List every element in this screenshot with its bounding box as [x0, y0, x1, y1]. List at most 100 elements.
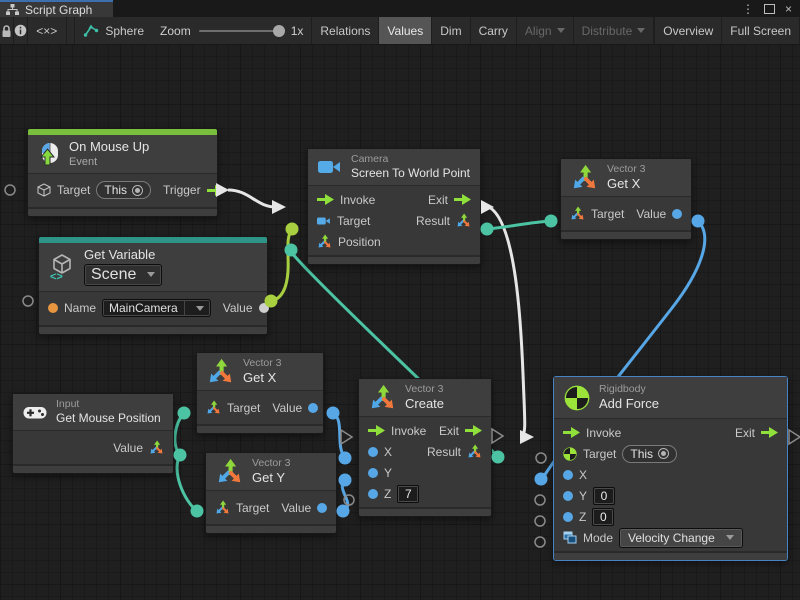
- port-camera-exit[interactable]: [481, 200, 494, 214]
- force-mode-icon: [563, 531, 577, 544]
- variable-name-value: MainCamera: [109, 301, 178, 316]
- tab-title: Script Graph: [25, 2, 93, 17]
- port-addforce-exit[interactable]: [788, 428, 800, 446]
- variable-scope-dropdown[interactable]: Scene: [84, 263, 163, 286]
- maximize-icon[interactable]: [763, 3, 775, 14]
- vector3-icon: [369, 384, 396, 411]
- port-addforce-mode[interactable]: [534, 536, 546, 548]
- port-addforce-target[interactable]: [535, 452, 547, 464]
- camera-icon: [317, 216, 331, 226]
- vector3-icon: [216, 458, 243, 485]
- port-label-x: X: [579, 467, 588, 482]
- port-label-result: Result: [426, 444, 461, 459]
- port-label-z: Z: [579, 509, 587, 524]
- port-label-target: Target: [337, 213, 371, 228]
- node-vector3-get-y[interactable]: Vector 3 Get Y Target Value: [205, 452, 337, 535]
- port-gety-target[interactable]: [190, 504, 204, 518]
- port-create-z[interactable]: [343, 494, 355, 506]
- dim-button[interactable]: Dim: [432, 17, 471, 44]
- port-create-result[interactable]: [491, 450, 505, 464]
- full-screen-button[interactable]: Full Screen: [722, 17, 800, 44]
- node-title: Screen To World Point: [351, 165, 470, 180]
- port-camera-position[interactable]: [284, 243, 298, 257]
- z-value-input[interactable]: 0: [592, 507, 615, 526]
- align-label: Align: [524, 23, 552, 38]
- variable-name-dropdown[interactable]: MainCamera: [102, 299, 211, 318]
- zoom-label: Zoom: [160, 23, 191, 38]
- float-port-dot: [563, 511, 573, 522]
- port-label-mode: Mode: [583, 530, 614, 545]
- y-value-input[interactable]: 0: [593, 486, 616, 505]
- port-camera-target[interactable]: [285, 222, 299, 236]
- machine-breadcrumb[interactable]: Sphere: [75, 17, 152, 44]
- flow-arrow-icon: [563, 427, 580, 439]
- port-addforce-z[interactable]: [534, 515, 546, 527]
- node-vector3-get-x-right[interactable]: Vector 3 Get X Target Value: [560, 158, 692, 241]
- svg-text:<>: <>: [50, 271, 63, 281]
- node-on-mouse-up[interactable]: On Mouse Up Event Target This Trigger: [27, 128, 224, 217]
- carry-button[interactable]: Carry: [471, 17, 517, 44]
- info-icon: [14, 24, 27, 37]
- flow-arrow-icon: [465, 425, 482, 437]
- port-onmouseup-target[interactable]: [4, 184, 16, 196]
- values-label: Values: [387, 23, 424, 38]
- port-getx-right-target[interactable]: [544, 214, 558, 228]
- z-value-input[interactable]: 7: [397, 484, 420, 503]
- full-screen-label: Full Screen: [730, 23, 791, 38]
- lock-button[interactable]: [0, 17, 14, 44]
- vector3-icon: [317, 234, 332, 249]
- object-port-dot: [258, 303, 269, 314]
- port-create-exit[interactable]: [491, 427, 505, 445]
- node-category: Input: [56, 398, 80, 410]
- port-gety-value[interactable]: [336, 504, 350, 518]
- port-create-x[interactable]: [338, 451, 352, 465]
- node-add-force[interactable]: Rigidbody Add Force Invoke Exit Target T…: [553, 376, 788, 562]
- port-getx-mid-value[interactable]: [326, 406, 340, 420]
- menu-icon[interactable]: ⋮: [741, 1, 754, 16]
- this-target-pill[interactable]: This: [96, 181, 152, 200]
- rigidbody-icon: [564, 385, 590, 411]
- port-label-value: Value: [113, 440, 143, 455]
- align-button[interactable]: Align: [517, 17, 574, 44]
- this-target-pill[interactable]: This: [622, 444, 678, 463]
- overview-button[interactable]: Overview: [654, 17, 723, 44]
- port-getx-right-value[interactable]: [691, 214, 705, 228]
- port-getx-mid-target[interactable]: [177, 406, 191, 420]
- port-label-position: Position: [338, 234, 381, 249]
- port-create-invoke[interactable]: [340, 428, 354, 446]
- node-get-mouse-position[interactable]: Input Get Mouse Position Value: [12, 393, 174, 475]
- dim-label: Dim: [440, 23, 462, 38]
- port-create-y[interactable]: [338, 473, 352, 487]
- inspect-code-button[interactable]: <×>: [28, 17, 67, 44]
- flow-arrow-icon: [454, 194, 471, 206]
- info-button[interactable]: [14, 17, 28, 44]
- port-label-exit: Exit: [438, 423, 459, 438]
- port-camera-result[interactable]: [480, 222, 494, 236]
- tab-bar: Script Graph ⋮ ×: [0, 0, 800, 17]
- float-port-dot: [672, 208, 683, 219]
- gameobject-icon: [37, 183, 51, 197]
- graph-canvas[interactable]: On Mouse Up Event Target This Trigger: [0, 44, 800, 600]
- port-addforce-y[interactable]: [534, 494, 546, 506]
- node-vector3-create[interactable]: Vector 3 Create Invoke Exit X Result: [358, 378, 492, 518]
- wire-gety-to-create-y: [340, 478, 350, 513]
- port-variable-name[interactable]: [22, 295, 34, 307]
- values-button[interactable]: Values: [379, 17, 433, 44]
- relations-button[interactable]: Relations: [311, 17, 380, 44]
- node-title: Add Force: [599, 395, 659, 411]
- node-category: Vector 3: [607, 163, 646, 175]
- zoom-slider[interactable]: [198, 24, 285, 37]
- close-icon[interactable]: ×: [784, 1, 792, 16]
- node-get-variable[interactable]: <> Get Variable Scene Name MainCamera Va…: [38, 236, 269, 335]
- zoom-slider-handle[interactable]: [272, 24, 285, 37]
- node-vector3-get-x-mid[interactable]: Vector 3 Get X Target Value: [196, 352, 324, 435]
- port-addforce-x[interactable]: [534, 472, 548, 486]
- tab-script-graph[interactable]: Script Graph: [0, 2, 113, 17]
- vector3-icon: [570, 206, 585, 221]
- float-port-dot: [563, 469, 573, 480]
- node-screen-to-world-point[interactable]: Camera Screen To World Point Invoke Exit…: [307, 148, 481, 266]
- flow-arrow-icon: [317, 194, 334, 206]
- distribute-button[interactable]: Distribute: [574, 17, 655, 44]
- force-mode-dropdown[interactable]: Velocity Change: [619, 527, 743, 548]
- port-mouse-value[interactable]: [173, 448, 187, 462]
